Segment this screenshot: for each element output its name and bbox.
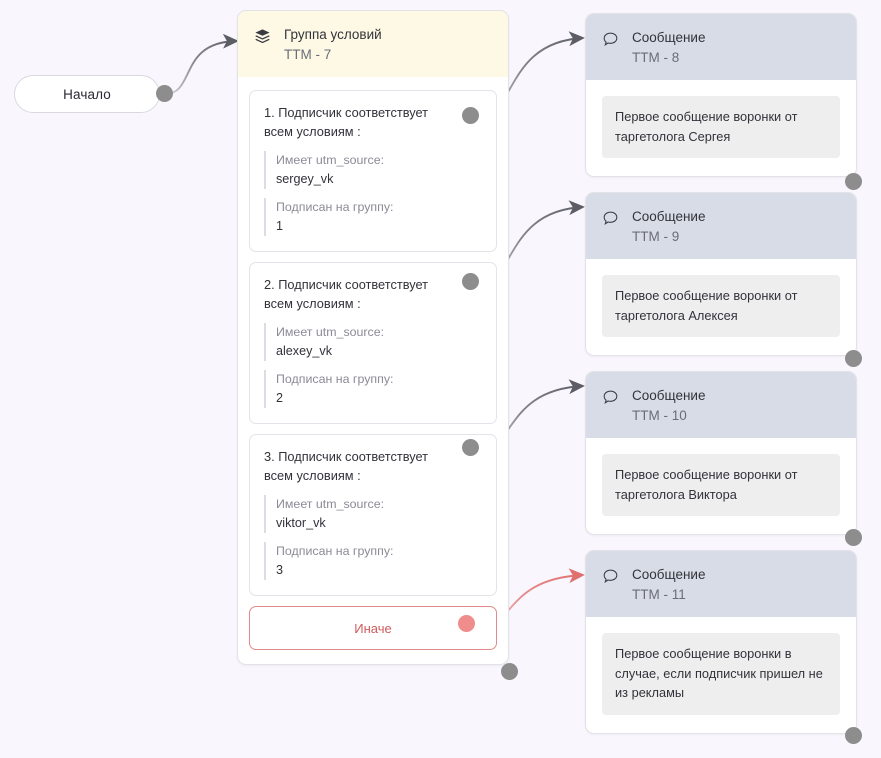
- condition-group-subtitle: TTM - 7: [284, 47, 332, 62]
- message-node-3-output-port[interactable]: [845, 529, 862, 546]
- message-node-subtitle: TTM - 11: [632, 587, 686, 602]
- condition-attribute-key: Имеет utm_source:: [276, 497, 385, 511]
- message-text: Первое сообщение воронки от таргетолога …: [602, 454, 840, 516]
- message-node-4-output-port[interactable]: [845, 727, 862, 744]
- condition-attribute-value: 1: [276, 219, 284, 233]
- condition-attribute: Имеет utm_source: alexey_vk: [264, 323, 482, 361]
- condition-branch-title: 3. Подписчик соответствует всем условиям…: [264, 449, 429, 483]
- message-node-body: Первое сообщение воронки от таргетолога …: [586, 259, 856, 355]
- message-node-body: Первое сообщение воронки от таргетолога …: [586, 438, 856, 534]
- message-node-title: Сообщение: [632, 30, 706, 45]
- condition-branch[interactable]: 2. Подписчик соответствует всем условиям…: [249, 262, 497, 424]
- condition-attribute-key: Подписан на группу:: [276, 544, 394, 558]
- condition-attribute: Подписан на группу: 2: [264, 370, 482, 408]
- speech-bubble-icon: [602, 389, 619, 411]
- message-node-2-output-port[interactable]: [845, 350, 862, 367]
- condition-attribute-value: 3: [276, 563, 284, 577]
- condition-group-title: Группа условий: [284, 27, 382, 42]
- condition-branch-1-output-port[interactable]: [462, 107, 479, 124]
- condition-attribute: Подписан на группу: 1: [264, 198, 482, 236]
- message-text: Первое сообщение воронки от таргетолога …: [602, 275, 840, 337]
- condition-group-header[interactable]: Группа условий TTM - 7: [238, 11, 508, 77]
- speech-bubble-icon: [602, 210, 619, 232]
- condition-attribute: Имеет utm_source: sergey_vk: [264, 151, 482, 189]
- condition-attribute-key: Имеет utm_source:: [276, 325, 385, 339]
- condition-branch[interactable]: 3. Подписчик соответствует всем условиям…: [249, 434, 497, 596]
- message-node-body: Первое сообщение воронки в случае, если …: [586, 617, 856, 733]
- condition-branch-3-output-port[interactable]: [462, 439, 479, 456]
- message-node-header[interactable]: Сообщение TTM - 9: [586, 193, 856, 259]
- message-node[interactable]: Сообщение TTM - 11 Первое сообщение воро…: [585, 550, 857, 734]
- condition-branch[interactable]: 1. Подписчик соответствует всем условиям…: [249, 90, 497, 252]
- message-node[interactable]: Сообщение TTM - 8 Первое сообщение ворон…: [585, 13, 857, 177]
- condition-group-output-port[interactable]: [501, 663, 518, 680]
- else-branch-label: Иначе: [354, 620, 392, 636]
- message-node-body: Первое сообщение воронки от таргетолога …: [586, 80, 856, 176]
- message-text: Первое сообщение воронки от таргетолога …: [602, 96, 840, 158]
- condition-attribute-value: sergey_vk: [276, 172, 334, 186]
- speech-bubble-icon: [602, 568, 619, 590]
- condition-attribute-key: Имеет utm_source:: [276, 153, 385, 167]
- condition-attribute-value: viktor_vk: [276, 516, 326, 530]
- condition-attribute-value: alexey_vk: [276, 344, 333, 358]
- speech-bubble-icon: [602, 31, 619, 53]
- message-node-1-output-port[interactable]: [845, 173, 862, 190]
- condition-branch-title: 2. Подписчик соответствует всем условиям…: [264, 277, 429, 311]
- layers-icon: [254, 28, 271, 50]
- start-node-label: Начало: [63, 86, 111, 102]
- message-node-header[interactable]: Сообщение TTM - 10: [586, 372, 856, 438]
- message-node[interactable]: Сообщение TTM - 10 Первое сообщение воро…: [585, 371, 857, 535]
- condition-group-body: 1. Подписчик соответствует всем условиям…: [238, 77, 508, 664]
- message-node-subtitle: TTM - 9: [632, 229, 680, 244]
- message-node-header[interactable]: Сообщение TTM - 8: [586, 14, 856, 80]
- condition-attribute-value: 2: [276, 391, 284, 405]
- message-node-subtitle: TTM - 10: [632, 408, 687, 423]
- message-node-title: Сообщение: [632, 209, 706, 224]
- message-node-header[interactable]: Сообщение TTM - 11: [586, 551, 856, 617]
- message-text: Первое сообщение воронки в случае, если …: [602, 633, 840, 715]
- condition-attribute: Имеет utm_source: viktor_vk: [264, 495, 482, 533]
- else-branch[interactable]: Иначе: [249, 606, 497, 650]
- message-node-title: Сообщение: [632, 567, 706, 582]
- else-branch-output-port[interactable]: [458, 615, 475, 632]
- condition-attribute-key: Подписан на группу:: [276, 200, 394, 214]
- start-node-output-port[interactable]: [156, 85, 173, 102]
- condition-attribute: Подписан на группу: 3: [264, 542, 482, 580]
- condition-attribute-key: Подписан на группу:: [276, 372, 394, 386]
- edge-start-to-group: [164, 33, 239, 95]
- condition-branch-2-output-port[interactable]: [462, 273, 479, 290]
- message-node-subtitle: TTM - 8: [632, 50, 680, 65]
- message-node[interactable]: Сообщение TTM - 9 Первое сообщение ворон…: [585, 192, 857, 356]
- message-node-title: Сообщение: [632, 388, 706, 403]
- condition-branch-title: 1. Подписчик соответствует всем условиям…: [264, 105, 429, 139]
- start-node[interactable]: Начало: [14, 75, 160, 113]
- condition-group-node[interactable]: Группа условий TTM - 7 1. Подписчик соот…: [237, 10, 509, 665]
